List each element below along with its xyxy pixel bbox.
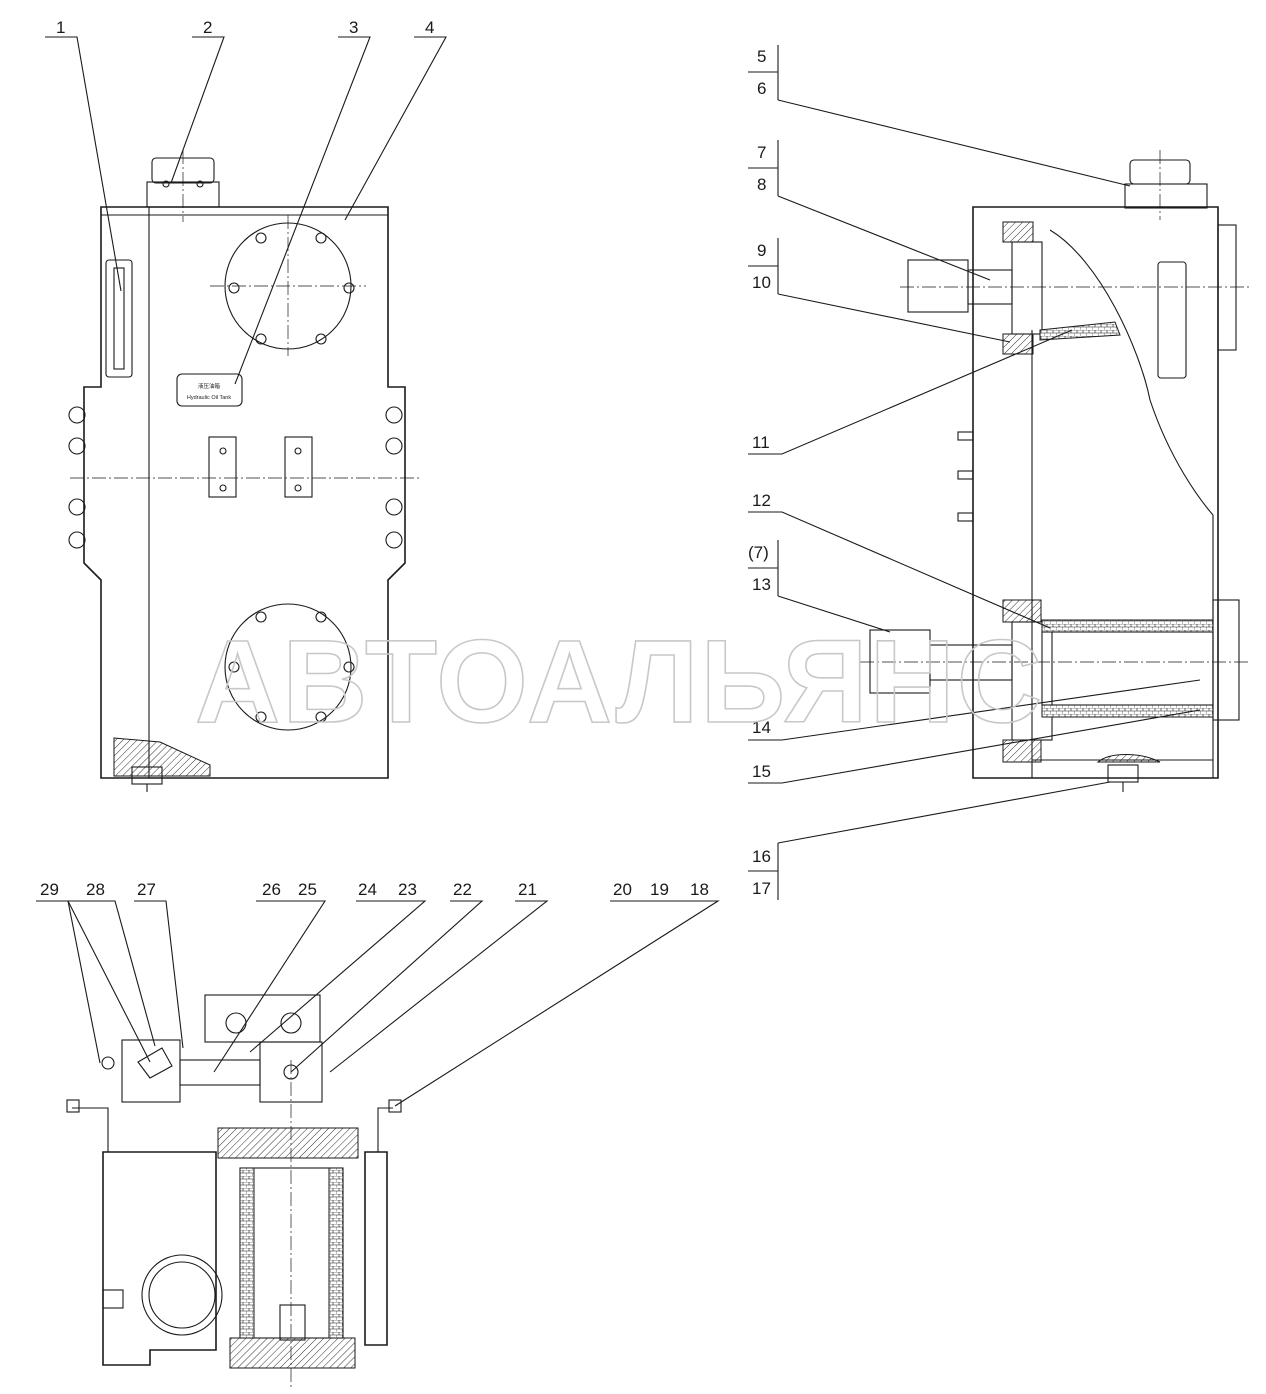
callout-11: 11: [752, 433, 770, 452]
callout-numbers: 1 2 3 4 5 6 7 8 9 10 11 12 (7) 13 14 15 …: [40, 18, 771, 899]
callout-14: 14: [752, 718, 771, 737]
callout-7-ref: (7): [748, 543, 769, 562]
callout-2: 2: [203, 18, 212, 37]
callout-23: 23: [398, 880, 417, 899]
callout-26: 26: [262, 880, 281, 899]
callout-10: 10: [752, 273, 771, 292]
callout-9: 9: [757, 241, 766, 260]
callout-7: 7: [757, 143, 766, 162]
callout-18: 18: [690, 880, 709, 899]
callout-8: 8: [757, 175, 766, 194]
callout-24: 24: [358, 880, 377, 899]
side-view: [860, 150, 1250, 792]
plate-chinese-text: 液压油箱: [198, 382, 221, 390]
watermark-text: АВТОАЛЬЯНС: [195, 616, 1044, 748]
callout-4: 4: [425, 18, 434, 37]
callout-20: 20: [613, 880, 632, 899]
callout-22: 22: [453, 880, 472, 899]
callout-1: 1: [56, 18, 65, 37]
callout-16: 16: [752, 847, 771, 866]
callout-15: 15: [752, 762, 771, 781]
callout-6: 6: [757, 79, 766, 98]
callout-19: 19: [650, 880, 669, 899]
callout-25: 25: [298, 880, 317, 899]
front-view: 液压油箱 Hydraulic Oil Tank: [68, 150, 420, 792]
callout-12: 12: [752, 491, 771, 510]
callout-27: 27: [137, 880, 156, 899]
leader-lines: [36, 36, 1201, 1107]
callout-17: 17: [752, 879, 771, 898]
callout-13: 13: [752, 575, 771, 594]
top-view: [66, 994, 402, 1390]
callout-3: 3: [349, 18, 358, 37]
callout-21: 21: [518, 880, 537, 899]
callout-5: 5: [757, 47, 766, 66]
callout-28: 28: [86, 880, 105, 899]
plate-english-text: Hydraulic Oil Tank: [187, 395, 231, 401]
callout-29: 29: [40, 880, 59, 899]
